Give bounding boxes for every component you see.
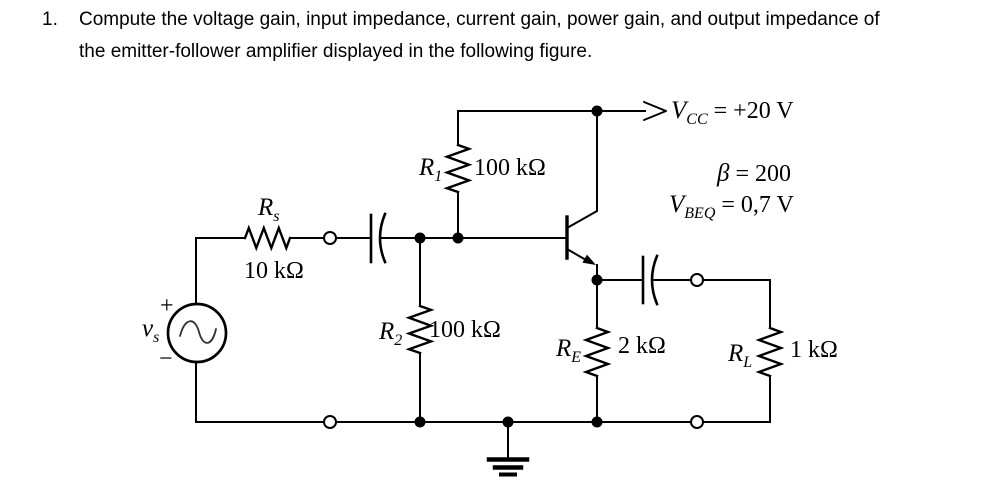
- vbeq-value: = 0,7 V: [721, 192, 794, 218]
- source-vs-ac: [166, 302, 228, 364]
- resistor-re: [582, 326, 612, 378]
- label-beta: β= 200: [717, 161, 791, 186]
- vcc-arrow-icon: [643, 101, 667, 121]
- label-rl: RL: [728, 340, 753, 371]
- capacitor-output: [641, 254, 659, 306]
- vbeq-symbol: V: [669, 191, 685, 218]
- vcc-symbol: V: [671, 97, 687, 124]
- value-r1: 100 kΩ: [474, 155, 546, 181]
- beta-symbol: β: [717, 160, 730, 187]
- terminal-node: [323, 415, 337, 429]
- resistor-rs: [243, 224, 292, 252]
- value-rl: 1 kΩ: [790, 337, 838, 363]
- terminal-node: [323, 231, 337, 245]
- label-vs: vs: [142, 315, 160, 346]
- emitter-lead: [565, 247, 598, 281]
- capacitor-input: [369, 212, 387, 264]
- terminal-nodes: [323, 231, 704, 429]
- transistor-npn: [565, 110, 598, 281]
- value-r2: 100 kΩ: [429, 317, 501, 343]
- label-vbeq: VBEQ = 0,7 V: [669, 191, 794, 222]
- value-re: 2 kΩ: [618, 333, 666, 359]
- junction-dots: [414, 105, 603, 428]
- problem-number: 1.: [42, 9, 58, 30]
- problem-line-1: Compute the voltage gain, input impedanc…: [79, 9, 880, 30]
- vcc-value: = +20 V: [713, 98, 794, 124]
- source-plus-sign: +: [160, 293, 174, 319]
- label-re: RE: [556, 335, 582, 366]
- beta-value: = 200: [735, 161, 791, 187]
- label-vcc: VCC = +20 V: [671, 97, 794, 128]
- resistor-r1: [443, 143, 473, 194]
- problem-line-2: the emitter-follower amplifier displayed…: [79, 41, 593, 62]
- terminal-node: [690, 415, 704, 429]
- label-r1: R1: [419, 154, 443, 185]
- emitter-arrow-icon: [582, 254, 596, 265]
- junction-dot: [452, 232, 464, 244]
- value-rs: 10 kΩ: [244, 258, 304, 284]
- wire-emitter-output: [596, 279, 771, 423]
- label-r2: R2: [379, 318, 403, 349]
- junction-dot: [502, 416, 514, 428]
- sine-wave-icon: [179, 320, 217, 344]
- resistor-rl: [755, 326, 785, 378]
- junction-dot: [414, 232, 426, 244]
- vcc-subscript: CC: [686, 111, 708, 128]
- junction-dot: [591, 105, 603, 117]
- ground-icon: [486, 421, 530, 477]
- resistor-r2: [405, 304, 435, 355]
- junction-dot: [591, 416, 603, 428]
- collector-lead: [565, 110, 598, 230]
- terminal-node: [690, 273, 704, 287]
- source-minus-sign: −: [159, 346, 173, 372]
- vbeq-subscript: BEQ: [684, 205, 716, 222]
- junction-dot: [414, 416, 426, 428]
- junction-dot: [591, 274, 603, 286]
- label-rs: Rs: [258, 194, 280, 225]
